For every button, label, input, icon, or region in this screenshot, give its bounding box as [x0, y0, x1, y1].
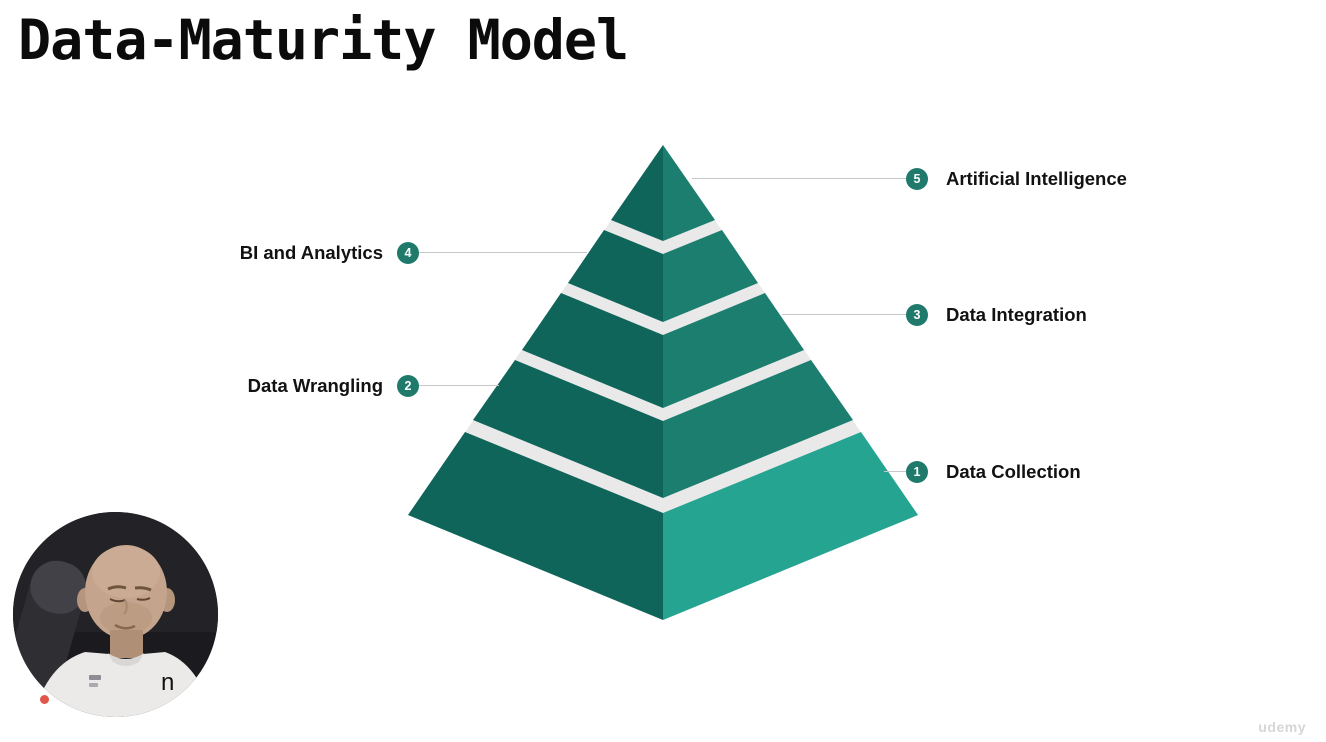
connector-line-level-3: [782, 314, 906, 315]
microphone-icon: [13, 560, 87, 689]
pyramid-backing: [408, 145, 918, 620]
pyramid-level-3-right-face: [663, 293, 804, 408]
pyramid-level-3-left-face: [522, 293, 663, 408]
level-4-label: BI and Analytics: [239, 242, 383, 263]
level-4-badge: 4: [397, 242, 419, 264]
level-3-badge: 3: [906, 304, 928, 326]
connector-line-level-1: [884, 471, 906, 472]
presenter-nose: [123, 599, 128, 615]
pyramid-level-2-right-face: [663, 360, 853, 498]
pyramid-level-1-right-face: [663, 432, 918, 620]
level-5-label: Artificial Intelligence: [946, 168, 1127, 189]
presenter-eye-left: [109, 598, 126, 603]
presenter-brow-left: [107, 585, 127, 591]
level-2-label: Data Wrangling: [247, 375, 383, 396]
presenter-forehead: [92, 546, 160, 598]
level-5-badge: 5: [906, 168, 928, 190]
level-3-label: Data Integration: [946, 304, 1087, 325]
connector-line-level-4: [419, 252, 587, 253]
pyramid-level-5-left-face: [611, 145, 663, 241]
shirt-logo: [89, 675, 101, 680]
page-title: Data-Maturity Model: [18, 8, 629, 72]
pyramid-level-2-left-face: [473, 360, 663, 498]
webcam-overlay: [13, 512, 218, 717]
pyramid-level-4-right-face: [663, 230, 758, 322]
presenter-video: [13, 512, 218, 717]
recording-indicator-dot: [40, 695, 49, 704]
presenter-brow-right: [134, 586, 152, 592]
presenter-eye-right: [136, 597, 151, 601]
presenter-shirt: [33, 652, 213, 717]
presenter-collar: [108, 653, 144, 666]
udemy-watermark: udemy: [1258, 719, 1306, 735]
connector-line-level-2: [419, 385, 499, 386]
presenter-mouth: [114, 623, 136, 630]
pyramid-level-1-left-face: [408, 432, 663, 620]
caption-fragment: n: [161, 669, 175, 696]
shirt-logo-line: [89, 683, 98, 687]
pyramid-level-5-right-face: [663, 145, 715, 241]
connector-line-level-5: [692, 178, 906, 179]
level-2-badge: 2: [397, 375, 419, 397]
level-1-label: Data Collection: [946, 461, 1081, 482]
presenter-stubble: [100, 602, 152, 634]
presenter-neck: [110, 630, 143, 658]
level-1-badge: 1: [906, 461, 928, 483]
pyramid-level-4-left-face: [568, 230, 663, 322]
